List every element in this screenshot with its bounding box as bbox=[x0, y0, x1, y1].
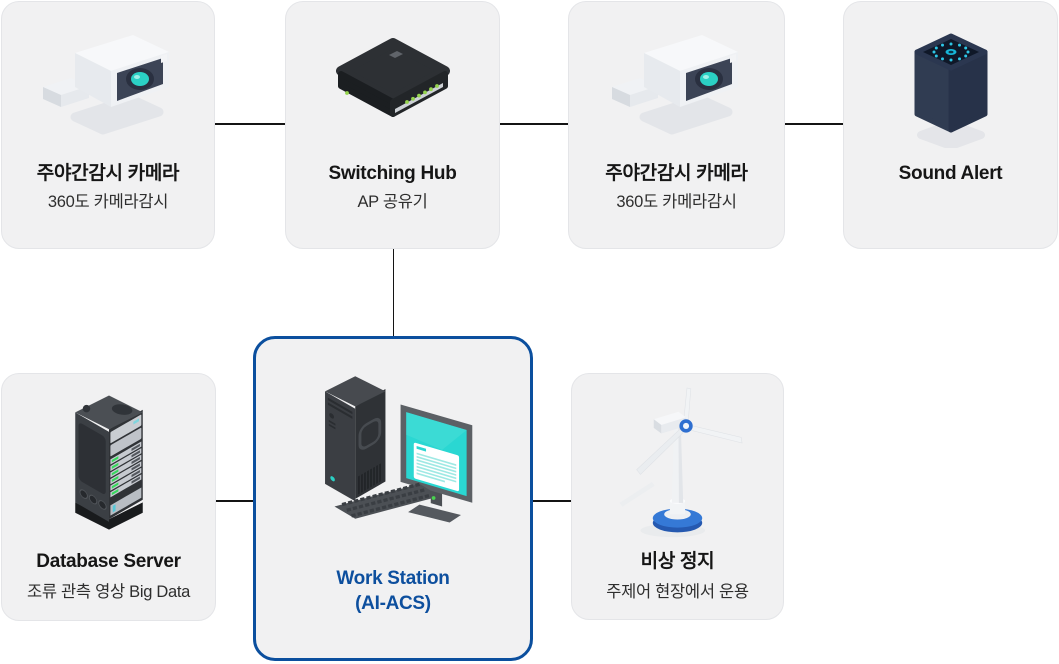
icon-wrap bbox=[595, 387, 760, 537]
node-day-night-camera-1: 주야간감시 카메라 360도 카메라감시 bbox=[1, 1, 215, 249]
server-rack-icon bbox=[74, 395, 143, 530]
node-sound-alert: Sound Alert bbox=[843, 1, 1058, 249]
icon-wrap bbox=[889, 16, 1013, 148]
node-subtitle: 360도 카메라감시 bbox=[47, 193, 169, 211]
node-title: 주야간감시 카메라 bbox=[36, 163, 180, 184]
workstation-computer-icon bbox=[325, 376, 473, 523]
connector-workstation-emergency bbox=[533, 500, 571, 502]
wind-turbine-icon bbox=[619, 387, 743, 537]
connector-camera2-sound bbox=[785, 123, 843, 125]
network-switch-icon bbox=[335, 38, 450, 117]
cctv-camera-icon bbox=[43, 35, 169, 135]
node-title-block: Work Station (AI-ACS) bbox=[336, 566, 450, 616]
connector-hub-workstation bbox=[392, 249, 394, 336]
connector-hub-camera2 bbox=[500, 123, 568, 125]
icon-wrap bbox=[33, 16, 183, 148]
node-title-line2: (AI-ACS) bbox=[355, 593, 431, 614]
node-subtitle: 360도 카메라감시 bbox=[616, 193, 737, 211]
node-subtitle: AP 공유기 bbox=[357, 193, 428, 211]
node-title: Database Server bbox=[36, 551, 181, 572]
node-subtitle: 주제어 현장에서 운용 bbox=[606, 583, 749, 601]
node-title: Sound Alert bbox=[898, 163, 1003, 184]
node-emergency-stop: 비상 정지 주제어 현장에서 운용 bbox=[571, 373, 784, 620]
node-switching-hub: Switching Hub AP 공유기 bbox=[285, 1, 500, 249]
icon-wrap bbox=[50, 390, 168, 535]
cctv-camera-icon bbox=[611, 35, 738, 135]
node-day-night-camera-2: 주야간감시 카메라 360도 카메라감시 bbox=[568, 1, 785, 249]
connector-camera1-hub bbox=[215, 123, 285, 125]
node-title: 비상 정지 bbox=[640, 551, 715, 572]
icon-wrap bbox=[602, 16, 752, 148]
node-title: Switching Hub bbox=[328, 163, 457, 184]
node-database-server: Database Server 조류 관측 영상 Big Data bbox=[1, 373, 216, 621]
node-title-line1: Work Station bbox=[336, 568, 450, 589]
node-work-station: Work Station (AI-ACS) bbox=[253, 336, 533, 661]
node-title: 주야간감시 카메라 bbox=[605, 163, 748, 184]
node-subtitle: 조류 관측 영상 Big Data bbox=[26, 583, 191, 601]
smart-speaker-icon bbox=[914, 33, 987, 148]
icon-wrap bbox=[325, 16, 461, 148]
icon-wrap bbox=[273, 363, 513, 548]
connector-db-workstation bbox=[216, 500, 253, 502]
